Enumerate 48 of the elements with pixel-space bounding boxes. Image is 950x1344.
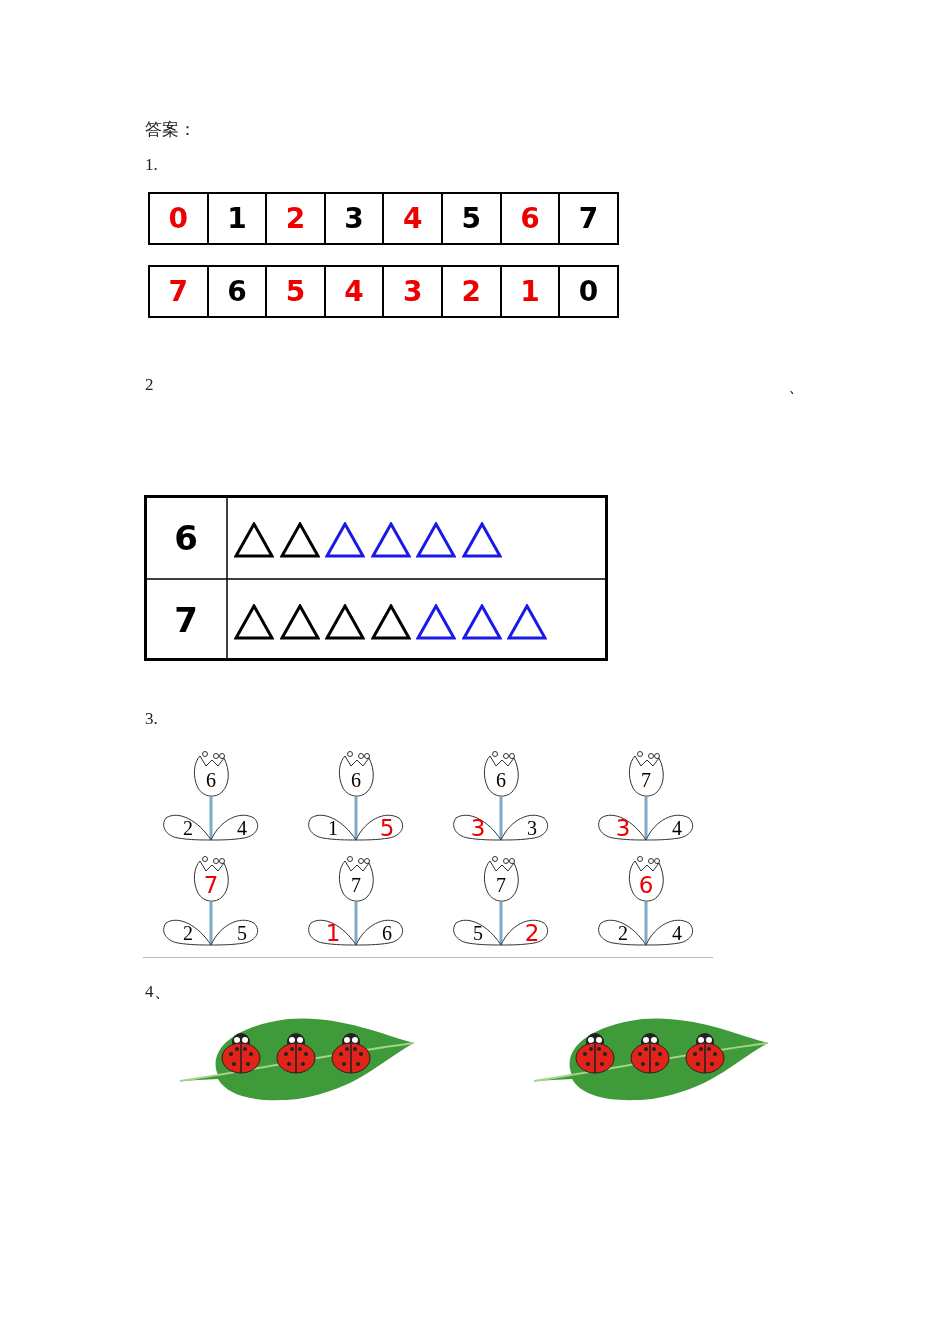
number-cell: 2 (265, 192, 326, 245)
flower-number: 1 (324, 923, 342, 943)
question-number: 1. (145, 155, 158, 175)
flower-number: 3 (614, 818, 632, 838)
number-cell: 3 (323, 192, 385, 245)
number-cell: 5 (441, 192, 502, 245)
number-cell: 5 (265, 265, 326, 318)
flower-number: 6 (381, 923, 393, 943)
heading: 答案： (145, 119, 196, 141)
flower-number: 5 (472, 923, 484, 943)
flower-number: 7 (202, 875, 220, 895)
number-cell: 0 (148, 192, 209, 245)
flower-number: 5 (236, 923, 248, 943)
number-cell-text: 7 (173, 599, 199, 642)
number-cell: 2 (441, 265, 502, 318)
flower-number: 7 (350, 875, 362, 895)
flower-number: 4 (236, 818, 248, 838)
flower-number: 2 (617, 923, 629, 943)
flower-number: 2 (182, 923, 194, 943)
flower-number: 6 (637, 875, 655, 895)
number-cell: 6 (499, 192, 561, 245)
number-cell: 7 (148, 265, 209, 318)
number-cell: 1 (206, 192, 268, 245)
number-cell: 6 (206, 265, 268, 318)
question-number: 2 (145, 375, 154, 395)
flower-number: 4 (671, 818, 683, 838)
flower-number: 3 (469, 818, 487, 838)
flower-number: 6 (205, 770, 217, 790)
flower-number: 2 (182, 818, 194, 838)
question-number: 4、 (145, 981, 171, 1003)
number-cell: 4 (382, 192, 443, 245)
number-cell: 1 (499, 265, 561, 318)
punctuation-mark: 、 (788, 376, 805, 398)
number-cell: 7 (558, 192, 619, 245)
flower-number: 1 (327, 818, 339, 838)
number-cell-text: 6 (173, 517, 199, 560)
question-number: 3. (145, 709, 158, 729)
flower-number: 6 (495, 770, 507, 790)
number-cell: 0 (558, 265, 619, 318)
flower-number: 2 (523, 923, 541, 943)
flower-number: 4 (671, 923, 683, 943)
number-cell: 4 (323, 265, 385, 318)
number-cell: 3 (382, 265, 443, 318)
flower-number: 5 (378, 818, 396, 838)
flower-number: 7 (640, 770, 652, 790)
flower-number: 3 (526, 818, 538, 838)
flower-number: 7 (495, 875, 507, 895)
flower-number: 6 (350, 770, 362, 790)
